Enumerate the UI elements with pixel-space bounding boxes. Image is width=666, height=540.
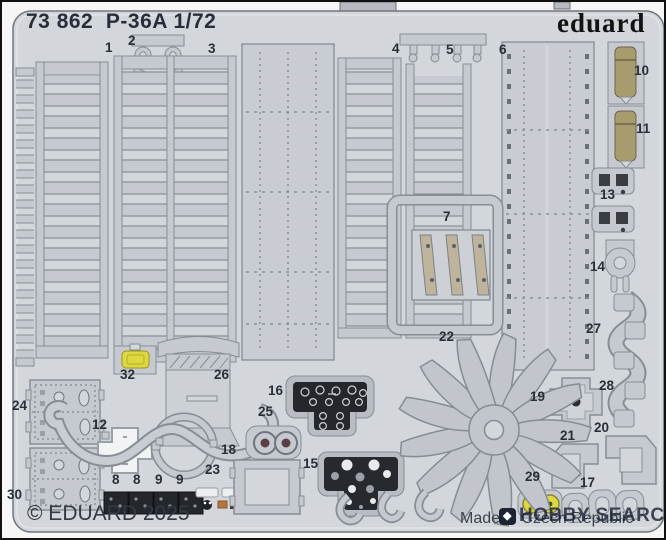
part-number-label-27: 27 xyxy=(586,321,602,336)
part-number-label-9: 9 xyxy=(155,472,163,487)
part-number-label-28: 28 xyxy=(599,378,615,393)
part-number-label-24: 24 xyxy=(12,398,28,413)
part-number-label-23: 23 xyxy=(205,462,221,477)
part-number-label-3: 3 xyxy=(208,41,216,56)
hobbysearch-logo-icon: ◆ xyxy=(499,507,516,525)
part-number-label-25: 25 xyxy=(258,404,274,419)
part-25-twin-dials xyxy=(245,425,302,460)
part-number-label-15: 15 xyxy=(303,456,319,471)
part-number-label-5: 5 xyxy=(446,42,454,57)
product-title: P-36A 1/72 xyxy=(105,10,217,33)
fret-part-3 xyxy=(113,55,237,363)
part-number-label-7: 7 xyxy=(443,209,451,224)
part-number-label-22: 22 xyxy=(439,329,455,344)
part-17-triple-loop xyxy=(561,489,645,524)
fret-edge-strip xyxy=(15,67,35,367)
fret-part-5-comb xyxy=(399,33,487,63)
catalog-number: 73 862 xyxy=(26,10,94,33)
part-11-seatbelt xyxy=(607,105,645,169)
part-number-label-2: 2 xyxy=(128,33,136,48)
part-number-label-30: 30 xyxy=(7,487,23,502)
frame-around-part-7 xyxy=(386,194,504,336)
part-number-label-17: 17 xyxy=(580,475,596,490)
watermark-text: HOBBY SEARCH xyxy=(519,505,666,526)
part-16-instrument-panel xyxy=(285,375,375,437)
catalog-title: 73 862 P-36A 1/72 xyxy=(26,10,216,34)
part-15-instrument-panel xyxy=(317,451,405,517)
parts-exhaust-hooks xyxy=(335,488,445,526)
fret-middle-panel xyxy=(241,43,335,361)
part-number-label-21: 21 xyxy=(560,428,576,443)
part-number-label-20: 20 xyxy=(594,420,610,435)
part-14-keyhole xyxy=(604,239,636,293)
part-number-label-4: 4 xyxy=(392,41,400,56)
eduard-logo: eduard xyxy=(557,8,646,38)
part-number-label-26: 26 xyxy=(214,367,230,382)
part-number-label-6: 6 xyxy=(499,42,507,57)
part-number-label-18: 18 xyxy=(221,442,237,457)
part-number-label-13: 13 xyxy=(600,187,616,202)
part-13-brackets xyxy=(591,167,635,233)
part-number-label-10: 10 xyxy=(634,63,650,78)
fret-part-6-dashed-panel xyxy=(501,41,595,371)
part-number-label-14: 14 xyxy=(590,259,606,274)
part-18-square-frame xyxy=(229,459,305,515)
part-32-painted xyxy=(113,343,157,375)
part-number-label-16: 16 xyxy=(268,383,284,398)
part-number-label-19: 19 xyxy=(530,389,546,404)
part-number-label-11: 11 xyxy=(636,121,651,136)
part-7-cowl-grille xyxy=(411,229,491,301)
part-10-seatbelt xyxy=(607,41,645,105)
part-number-label-8: 8 xyxy=(133,472,141,487)
parts-8-9-small-panels xyxy=(103,491,204,515)
part-number-label-9: 9 xyxy=(176,472,184,487)
part-number-label-32: 32 xyxy=(120,367,136,382)
part-number-label-12: 12 xyxy=(92,417,108,432)
copyright-text: © EDUARD 2025 xyxy=(27,502,190,525)
part-22-engine-baffle-fan xyxy=(396,331,592,529)
part-number-label-8: 8 xyxy=(112,472,120,487)
hobbysearch-watermark: ◆ HOBBY SEARCH xyxy=(499,505,666,527)
part-20-bracket xyxy=(605,435,657,485)
part-27-28-wavy-strip xyxy=(607,290,647,428)
part-number-label-1: 1 xyxy=(105,40,113,55)
fret-part-1 xyxy=(35,61,109,359)
part-number-label-29: 29 xyxy=(525,469,541,484)
